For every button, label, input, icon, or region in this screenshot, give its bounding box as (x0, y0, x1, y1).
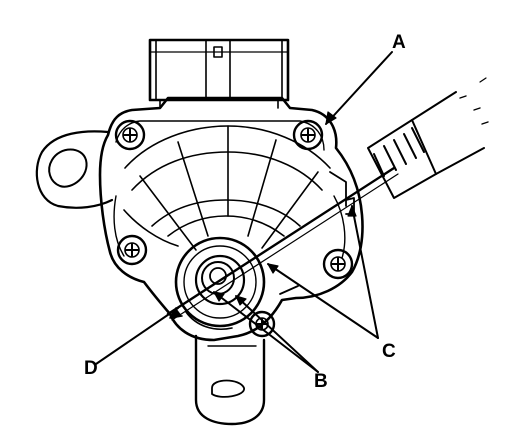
mounting-screw-mid-right (322, 248, 354, 280)
mounting-screw-top-left (114, 119, 146, 151)
mounting-screw-top-right (292, 119, 324, 151)
callout-label-d: D (84, 358, 98, 379)
tool-handle (367, 77, 489, 199)
callout-label-c: C (382, 341, 396, 362)
central-shaft (174, 236, 266, 330)
housing-ribs (123, 125, 331, 251)
left-mounting-tab (35, 130, 114, 209)
housing-right-detail (279, 171, 355, 295)
bottom-mounting-tab (194, 334, 266, 426)
leader-b (213, 291, 319, 373)
callout-label-b: B (314, 371, 328, 392)
connector-block (148, 38, 290, 109)
mounting-screw-bottom (248, 310, 276, 338)
mounting-screw-mid-left (116, 234, 148, 266)
callout-label-a: A (392, 32, 406, 53)
leader-d (95, 307, 179, 365)
leader-a (325, 51, 393, 125)
leader-c (267, 205, 379, 339)
